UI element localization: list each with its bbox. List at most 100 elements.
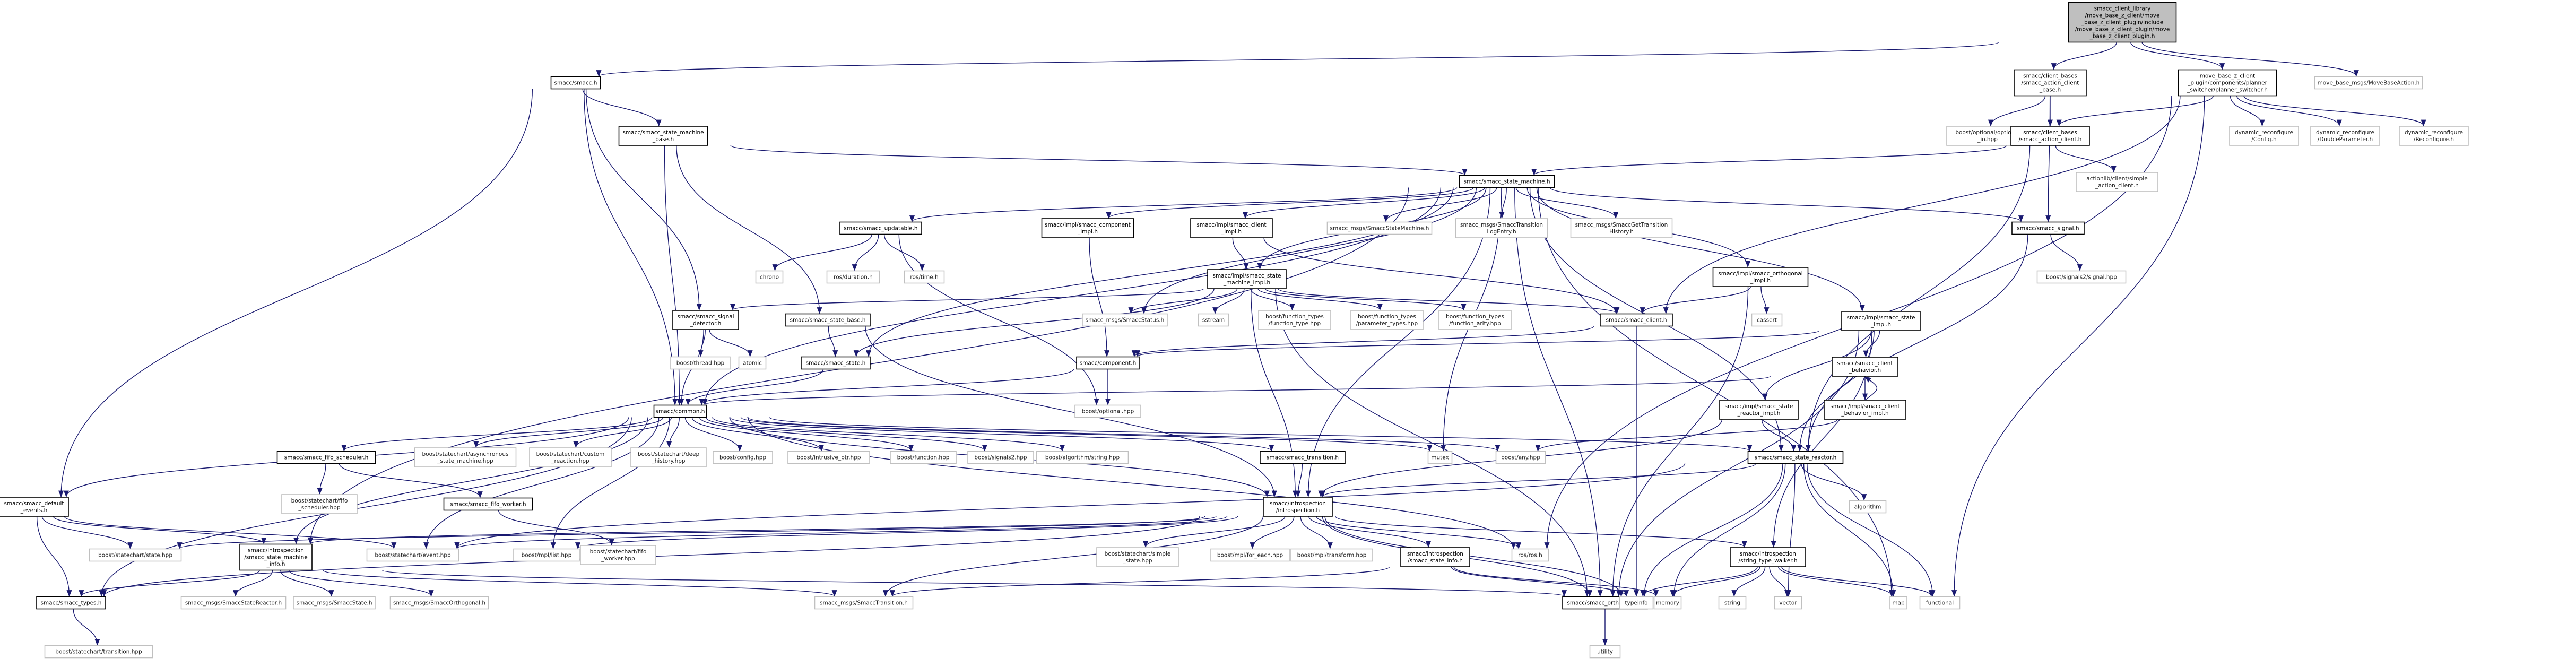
edge-state-impl-to-reactor-h: [1797, 330, 1875, 452]
node-signals2-signal: boost/signals2/signal.hpp: [2036, 270, 2127, 284]
node-signals2: boost/signals2.hpp: [967, 451, 1034, 464]
node-box: [1263, 497, 1333, 517]
node-state-base[interactable]: smacc/smacc_state_base.h: [785, 313, 871, 327]
edge-smacc-h-to-common-h: [584, 89, 678, 405]
node-fifo-scheduler[interactable]: smacc/smacc_fifo_scheduler.h: [276, 451, 376, 464]
node-label: boost/thread.hpp: [676, 360, 725, 367]
node-signal-h[interactable]: smacc/smacc_signal.h: [2011, 221, 2085, 235]
node-state-impl[interactable]: smacc/impl/smacc_state_impl.h: [1841, 311, 1921, 331]
node-client-h[interactable]: smacc/smacc_client.h: [1600, 313, 1673, 327]
edge-sm-h-to-updatable-h: [909, 187, 1458, 222]
node-planner-switcher[interactable]: move_base_z_client_plugin/components/pla…: [2178, 69, 2277, 97]
node-default-events[interactable]: smacc/smacc_default_events.h: [0, 497, 69, 517]
edge-sm-info-to-msgs-reactor: [232, 570, 273, 597]
edge-smacc-h-to-sm-base-h: [582, 89, 662, 127]
node-box: [1849, 500, 1887, 514]
node-label: boost/mpl/for_each.hpp: [1217, 552, 1283, 559]
node-action-client-h[interactable]: smacc/client_bases/smacc_action_client.h: [2010, 126, 2090, 146]
node-state-h[interactable]: smacc/smacc_state.h: [801, 356, 871, 370]
node-label: boost/mpl/list.hpp: [522, 552, 572, 559]
node-client-impl[interactable]: smacc/impl/smacc_client_impl.h: [1190, 218, 1273, 238]
edge-updatable-h-to-ros-time: [883, 234, 925, 271]
node-reactor-impl[interactable]: smacc/impl/smacc_state_reactor_impl.h: [1719, 400, 1799, 420]
edge-sm-h-to-state-impl: [1536, 187, 1865, 312]
edge-introspection-h-to-mpl-for-each: [1250, 516, 1295, 549]
node-box: [713, 451, 773, 464]
node-label: _behavior.h: [1849, 367, 1881, 374]
node-type-walker[interactable]: smacc/introspection/string_type_walker.h: [1730, 547, 1806, 567]
node-sm-h[interactable]: smacc/smacc_state_machine.h: [1459, 175, 1555, 188]
node-client-behavior-impl[interactable]: smacc/impl/smacc_client_behavior_impl.h: [1824, 400, 1906, 420]
node-label: _base_z_client_plugin.h: [2089, 33, 2155, 40]
node-root: smacc_client_library/move_base_z_client/…: [2068, 2, 2177, 43]
edge-common-h-to-reactor-h: [769, 417, 1752, 452]
node-transition-h[interactable]: smacc/smacc_transition.h: [1260, 451, 1346, 464]
node-label: boost/signals2.hpp: [974, 455, 1027, 461]
node-optional: boost/optional.hpp: [1074, 404, 1141, 418]
node-fifo-worker-h[interactable]: smacc/smacc_fifo_worker.h: [443, 497, 533, 511]
node-label: boost/statechart/transition.hpp: [55, 649, 142, 655]
edge-default-events-to-sm-info: [53, 516, 267, 544]
node-orth-impl[interactable]: smacc/impl/smacc_orthogonal_impl.h: [1712, 267, 1809, 287]
node-comp-impl[interactable]: smacc/impl/smacc_component_impl.h: [1041, 218, 1134, 238]
node-label: dynamic_reconfigure: [2316, 129, 2374, 136]
node-label: _scheduler.hpp: [298, 505, 341, 511]
node-introspection-h[interactable]: smacc/introspection/introspection.h: [1263, 497, 1333, 517]
node-box: [1495, 451, 1546, 464]
node-common-h[interactable]: smacc/common.h: [653, 404, 707, 418]
node-component-h[interactable]: smacc/component.h: [1076, 356, 1140, 370]
node-ros-h: ros/ros.h: [1511, 548, 1549, 562]
node-state-info[interactable]: smacc/introspection/smacc_state_info.h: [1400, 547, 1470, 567]
node-sm-status: smacc_msgs/SmaccStatus.h: [1082, 313, 1168, 327]
node-label: /move_base_z_client/move: [2085, 13, 2160, 19]
node-label: map: [1892, 600, 1905, 607]
edge-reactor-h-to-typeinfo: [1641, 463, 1783, 597]
node-label: ros/ros.h: [1518, 552, 1542, 559]
node-label: smacc/component.h: [1080, 360, 1137, 367]
node-label: smacc/impl/smacc_client: [1196, 222, 1266, 228]
node-label: smacc/smacc_signal: [677, 314, 734, 320]
edge-root-to-movebase-action: [2141, 42, 2359, 77]
node-label: smacc_msgs/SmaccTransition.h: [820, 600, 908, 607]
node-client-base-h[interactable]: smacc/client_bases/smacc_action_client_b…: [2014, 69, 2087, 97]
edge-sm-info-to-orthogonal-h: [381, 569, 1566, 597]
node-reactor-h[interactable]: smacc/smacc_state_reactor.h: [1747, 451, 1844, 464]
node-box: [1841, 311, 1921, 331]
edge-planner-switcher-to-dr-reconf: [2243, 96, 2426, 127]
node-label: smacc/smacc_default: [4, 500, 64, 507]
node-label: dynamic_reconfigure: [2405, 129, 2463, 136]
node-ft-arity: boost/function_types/function_arity.hpp: [1438, 310, 1512, 330]
node-label: chrono: [760, 274, 779, 281]
edge-introspection-h-to-msgs-transition: [882, 516, 1264, 597]
node-box: [1719, 400, 1799, 420]
node-updatable-h[interactable]: smacc/smacc_updatable.h: [839, 221, 922, 235]
node-signal-detector[interactable]: smacc/smacc_signal_detector.h: [672, 310, 739, 330]
edge-sm-impl-to-ft-arity: [1264, 288, 1467, 311]
edge-sm-h-to-comp-impl: [1106, 187, 1474, 219]
node-dr-config: dynamic_reconfigure/Config.h: [2229, 126, 2299, 146]
node-label: smacc/common.h: [656, 409, 705, 415]
edge-reactor-h-to-functional: [1807, 463, 1936, 597]
node-movebase-action: move_base_msgs/MoveBaseAction.h: [2314, 76, 2423, 90]
node-types-h[interactable]: smacc/smacc_types.h: [36, 596, 106, 610]
node-smacc-h[interactable]: smacc/smacc.h: [550, 76, 601, 90]
edge-action-client-h-to-sm-h: [1531, 145, 2007, 176]
node-sm-impl[interactable]: smacc/impl/smacc_state_machine_impl.h: [1207, 269, 1287, 289]
node-label: /parameter_types.hpp: [1356, 320, 1418, 327]
node-vector: vector: [1774, 596, 1802, 610]
edge-signal-h-to-signals2-signal: [2050, 234, 2083, 271]
edge-sm-impl-to-sm-status: [1128, 288, 1238, 314]
node-box: [44, 645, 153, 659]
node-client-behavior[interactable]: smacc/smacc_client_behavior.h: [1832, 357, 1898, 377]
edge-sm-impl-to-ft-type: [1250, 288, 1295, 311]
edge-sm-h-to-signal-h: [1549, 187, 2024, 222]
edge-sm-info-to-msgs-orth: [288, 570, 434, 597]
edge-introspection-h-to-typeinfo: [1324, 516, 1624, 597]
node-label: move_base_z_client: [2200, 73, 2255, 80]
node-sm-base-h[interactable]: smacc/smacc_state_machine_base.h: [618, 126, 708, 146]
node-deep-history: boost/statechart/deep_history.hpp: [630, 447, 707, 467]
node-label: vector: [1779, 600, 1797, 607]
node-map: map: [1889, 596, 1907, 610]
node-box: [839, 221, 922, 235]
node-sm-info[interactable]: smacc/introspection/smacc_state_machine_…: [239, 543, 313, 571]
